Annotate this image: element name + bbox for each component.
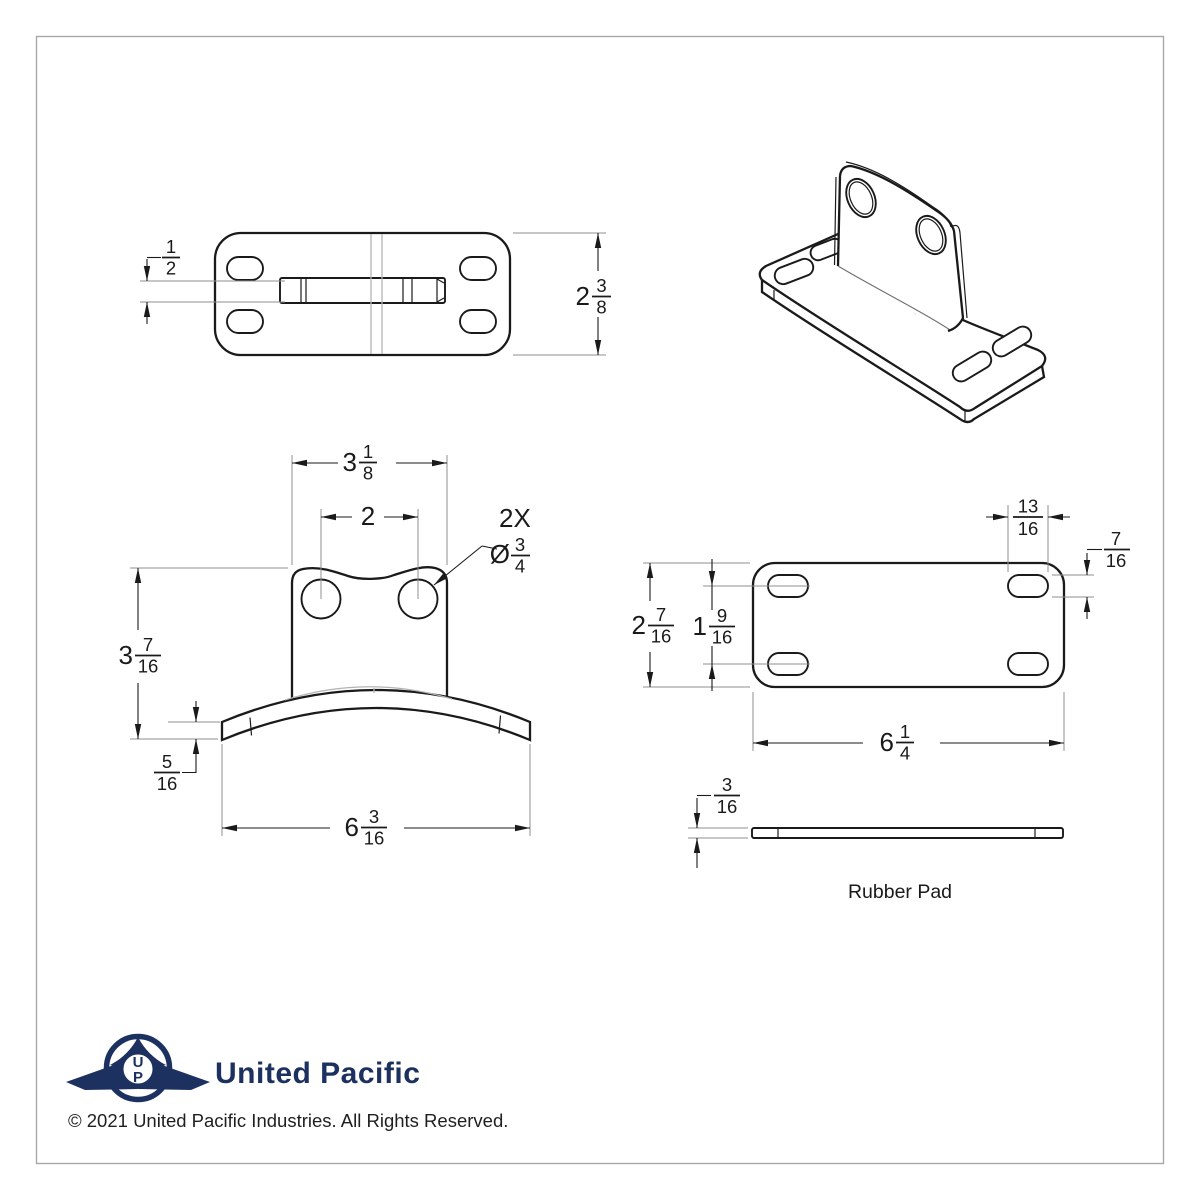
dim-text: 16 — [364, 828, 385, 849]
diameter-symbol: Ø — [490, 539, 510, 569]
callout-hole-diameter: 2X Ø 3 4 — [433, 503, 531, 586]
dim-tab-width: 3 1 8 — [291, 441, 448, 565]
copyright-text: © 2021 United Pacific Industries. All Ri… — [68, 1110, 508, 1131]
dim-text: 7 — [656, 604, 666, 625]
dim-plate-height: 2 3 8 — [513, 232, 611, 356]
monogram-u: U — [133, 1054, 144, 1071]
page-border-frame — [35, 35, 1165, 1165]
front-base-strip — [220, 688, 532, 742]
dim-pad-height: 2 7 16 — [632, 562, 750, 688]
dim-text: 9 — [717, 605, 727, 626]
dim-pad-slot-spacing: 1 9 16 — [693, 559, 810, 691]
logo-wordmark: United Pacific — [215, 1057, 420, 1090]
view-pad-side: 3 16 Rubber Pad — [688, 774, 1064, 903]
dim-text: 1 — [363, 441, 373, 462]
dim-slot-height: 1 2 — [140, 236, 285, 324]
dim-text: 16 — [1106, 550, 1127, 571]
front-bend-arc — [284, 686, 453, 701]
dim-text: 3 — [119, 640, 133, 670]
iso-base-ticks — [773, 290, 966, 421]
dim-text: 16 — [651, 626, 672, 647]
dim-overall-height: 3 7 16 — [119, 567, 288, 740]
dim-pad-thickness: 3 16 — [688, 774, 748, 868]
callout-count-text: 2X — [499, 503, 531, 533]
up-logo-emblem-icon: U P — [66, 1033, 210, 1103]
dim-text: 16 — [717, 796, 738, 817]
view-bracket-front: 3 1 8 2 2X Ø 3 4 3 7 — [119, 441, 532, 849]
iso-base-slots — [773, 237, 1033, 383]
dim-text: 3 — [343, 447, 357, 477]
dim-text: 3 — [515, 534, 525, 555]
dim-text: 1 — [166, 236, 176, 257]
dim-pad-width: 6 1 4 — [752, 692, 1065, 764]
dim-pad-slot-height: 7 16 — [1052, 528, 1130, 619]
dim-text: 1 — [693, 611, 707, 641]
view-pad-top: 2 7 16 1 9 16 13 16 — [632, 496, 1130, 764]
dim-text: 1 — [900, 721, 910, 742]
dim-base-width: 6 3 16 — [221, 744, 531, 849]
dim-text: 2 — [166, 258, 176, 279]
bend-lines — [370, 234, 383, 354]
dim-base-thickness: 5 16 — [154, 701, 220, 794]
pad-label: Rubber Pad — [848, 881, 952, 903]
dim-text: 5 — [162, 751, 172, 772]
center-slot-ticks — [300, 278, 445, 303]
pad-outline — [751, 561, 1066, 689]
united-pacific-logo: U P United Pacific © 2021 United Pacific… — [66, 1033, 508, 1131]
dim-text: 2 — [576, 281, 590, 311]
dim-text: 3 — [596, 275, 606, 296]
view-bracket-top: 1 2 2 3 8 — [140, 231, 611, 357]
iso-upright-base-junction — [837, 265, 951, 331]
dim-text: 8 — [363, 463, 373, 484]
iso-upright-outline — [836, 164, 965, 333]
dim-text: 16 — [1018, 518, 1039, 539]
dim-text: 13 — [1018, 496, 1039, 517]
dim-text: 8 — [596, 297, 606, 318]
iso-upright-holes — [845, 177, 947, 256]
dim-text: 7 — [143, 634, 153, 655]
dim-text: 6 — [345, 812, 359, 842]
iso-base-thickness — [760, 280, 1046, 424]
dim-text: 6 — [880, 727, 894, 757]
dim-text: 3 — [369, 806, 379, 827]
dim-text: 2 — [632, 610, 646, 640]
dim-text: 7 — [1111, 528, 1121, 549]
dim-text: 3 — [722, 774, 732, 795]
pad-side-ticks — [777, 828, 1036, 838]
dim-text: 16 — [138, 656, 159, 677]
pad-side-outline — [751, 827, 1064, 839]
dim-text: 4 — [900, 743, 910, 764]
dim-text: 16 — [157, 773, 178, 794]
front-bend-ticks — [249, 715, 502, 736]
dim-hole-spacing: 2 — [320, 501, 419, 599]
dim-pad-slot-width: 13 16 — [986, 496, 1070, 572]
iso-upright-thickness — [833, 161, 968, 319]
monogram-p: P — [133, 1069, 143, 1086]
view-isometric — [758, 161, 1047, 424]
dim-text: 4 — [515, 556, 525, 577]
center-slot — [279, 277, 446, 304]
dim-text: 16 — [712, 627, 733, 648]
dim-text: 2 — [361, 501, 375, 531]
corner-slots — [226, 256, 497, 334]
